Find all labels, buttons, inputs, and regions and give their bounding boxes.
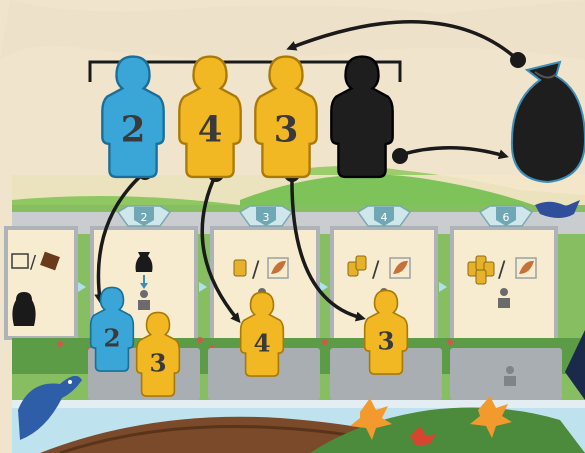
banner-1: 2	[118, 206, 170, 226]
banner-2: 3	[240, 206, 292, 226]
meeple-number: 4	[198, 110, 223, 151]
meeple-number: 2	[103, 323, 120, 352]
banner-4: 6	[480, 206, 532, 226]
coin-icon	[234, 260, 246, 276]
card-4	[452, 228, 556, 340]
meeple-number: 3	[377, 326, 394, 355]
meeple-number: 3	[149, 348, 166, 377]
meeple-number: 3	[274, 110, 299, 151]
banner-number: 6	[503, 211, 510, 224]
svg-text:/: /	[498, 258, 506, 283]
svg-text:/: /	[252, 258, 260, 283]
banner-number: 2	[141, 211, 148, 224]
tea-leaf-icon	[390, 258, 410, 278]
svg-text:/: /	[372, 258, 380, 283]
banner-number: 3	[263, 211, 270, 224]
meeple-number: 4	[253, 328, 270, 357]
banner-3: 4	[358, 206, 410, 226]
card-left-edge: /	[6, 228, 76, 338]
banner-number: 4	[381, 211, 388, 224]
tea-leaf-icon	[516, 258, 536, 278]
meeple-number: 2	[121, 110, 146, 151]
svg-text:/: /	[30, 252, 37, 273]
tea-leaf-icon	[268, 258, 288, 278]
